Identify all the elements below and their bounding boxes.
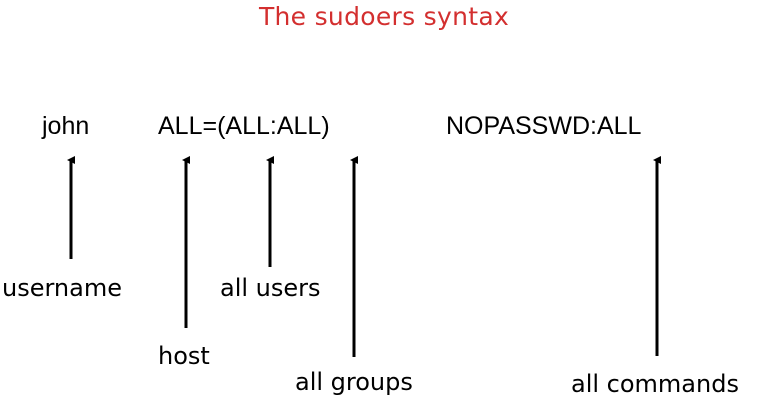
rule-host-spec: ALL=(ALL:ALL) [158, 112, 330, 140]
rule-command-spec: NOPASSWD:ALL [446, 112, 642, 140]
label-host: host [158, 342, 210, 370]
label-all-groups: all groups [295, 368, 413, 396]
label-all-commands: all commands [571, 370, 739, 398]
rule-user: john [42, 112, 90, 140]
diagram-title: The sudoers syntax [258, 2, 510, 31]
label-all-users: all users [220, 274, 321, 302]
label-username: username [2, 274, 122, 302]
